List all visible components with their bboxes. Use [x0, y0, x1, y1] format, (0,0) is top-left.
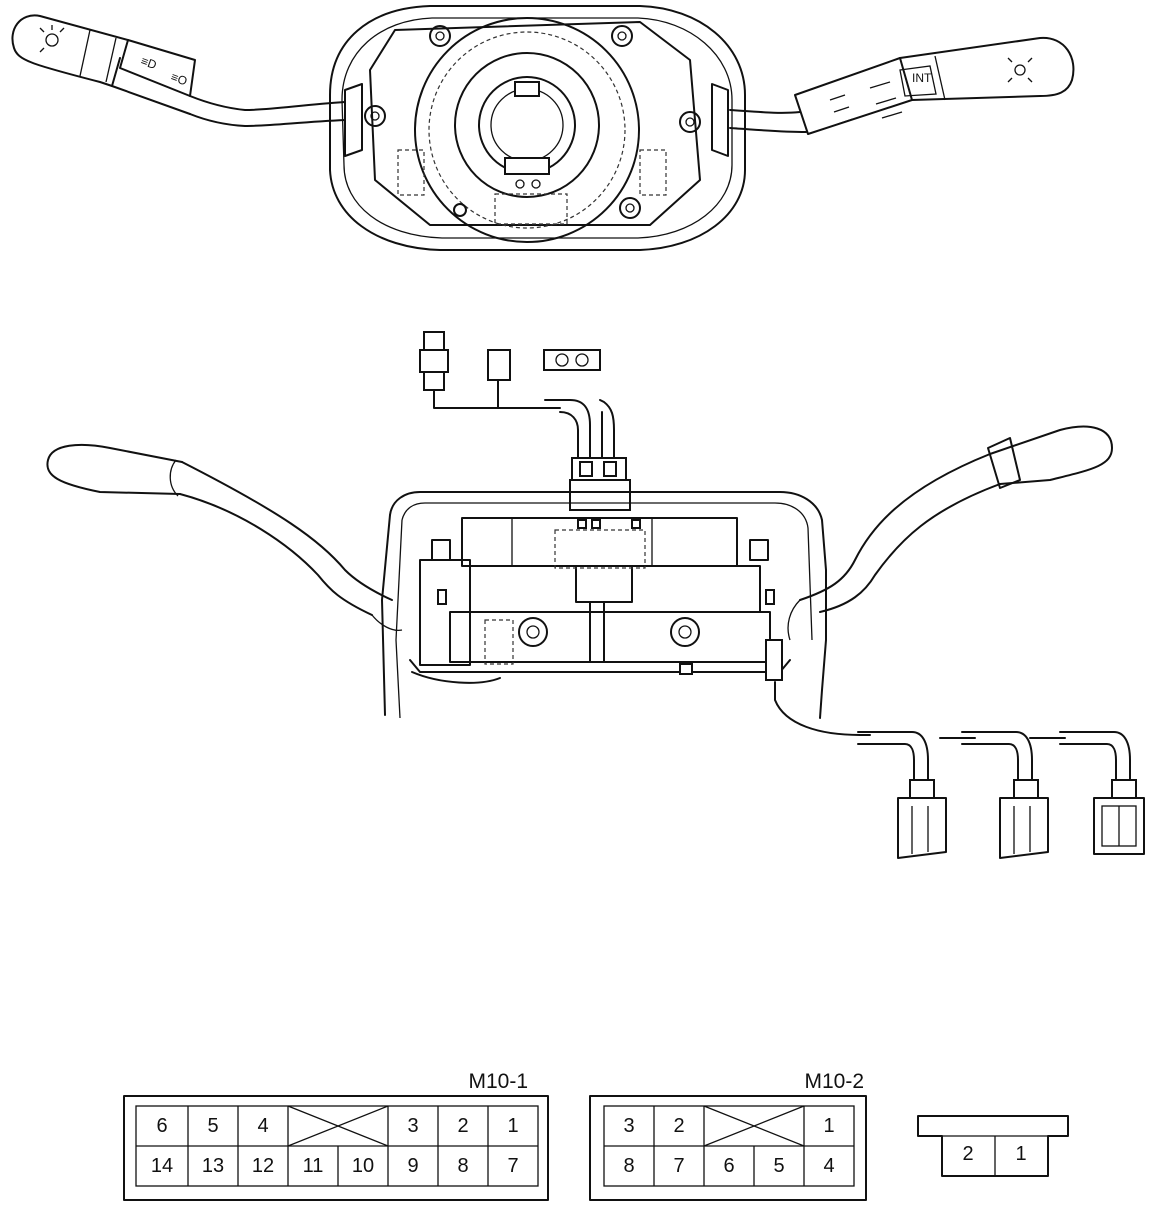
m10-2-pin: 6: [723, 1155, 734, 1177]
connector-m10-1-label: M10-1: [468, 1070, 528, 1093]
small-connector-pin: 2: [962, 1143, 973, 1165]
headlight-icon: [45, 33, 59, 47]
washer-icon: [1014, 64, 1026, 76]
small-connector-pin: 1: [1015, 1143, 1026, 1165]
wiper-switch-lever: INT: [729, 36, 1075, 135]
connector-small: 2 1: [917, 1115, 1069, 1177]
m10-2-pin: 4: [823, 1155, 834, 1177]
m10-1-pin: 8: [457, 1155, 468, 1177]
lower-harness: [774, 681, 1145, 859]
switch-top-view: ≡D ≡O INT: [11, 5, 1075, 251]
light-switch-lever-side: [46, 443, 403, 631]
m10-1-pin: 10: [352, 1155, 374, 1177]
upper-harness: [419, 331, 631, 511]
wiper-int-label: INT: [912, 71, 932, 85]
m10-1-pin: 13: [202, 1155, 224, 1177]
m10-1-pin: 4: [257, 1115, 268, 1137]
m10-2-pin: 8: [623, 1155, 634, 1177]
m10-1-pin: 14: [151, 1155, 173, 1177]
m10-2-pin: 2: [673, 1115, 684, 1137]
m10-1-pin: 9: [407, 1155, 418, 1177]
switch-side-view: [46, 331, 1145, 859]
m10-2-pin: 5: [773, 1155, 784, 1177]
m10-2-pin: 1: [823, 1115, 834, 1137]
m10-1-pin: 11: [303, 1155, 324, 1177]
m10-1-pin: 2: [457, 1115, 468, 1137]
m10-1-pin: 12: [252, 1155, 274, 1177]
parking-light-icon: ≡D: [139, 54, 159, 73]
m10-1-pin: 1: [507, 1115, 518, 1137]
m10-2-pin: 3: [623, 1115, 634, 1137]
m10-1-pin: 7: [507, 1155, 518, 1177]
light-switch-lever: ≡D ≡O: [11, 14, 346, 127]
headlight-symbol: ≡O: [169, 70, 189, 89]
connector-m10-2-label: M10-2: [804, 1070, 864, 1093]
connector-m10-2: M10-2 3 2 1 8 7 6 5 4: [589, 1070, 867, 1201]
wiper-switch-lever-side: [787, 425, 1113, 641]
m10-1-pin: 3: [407, 1115, 418, 1137]
m10-1-pin: 5: [207, 1115, 218, 1137]
m10-1-pin: 6: [156, 1115, 167, 1137]
m10-2-pin: 7: [673, 1155, 684, 1177]
connector-m10-1: M10-1 6 5 4 3 2 1 14 13 12 11 10 9 8 7: [123, 1070, 549, 1201]
